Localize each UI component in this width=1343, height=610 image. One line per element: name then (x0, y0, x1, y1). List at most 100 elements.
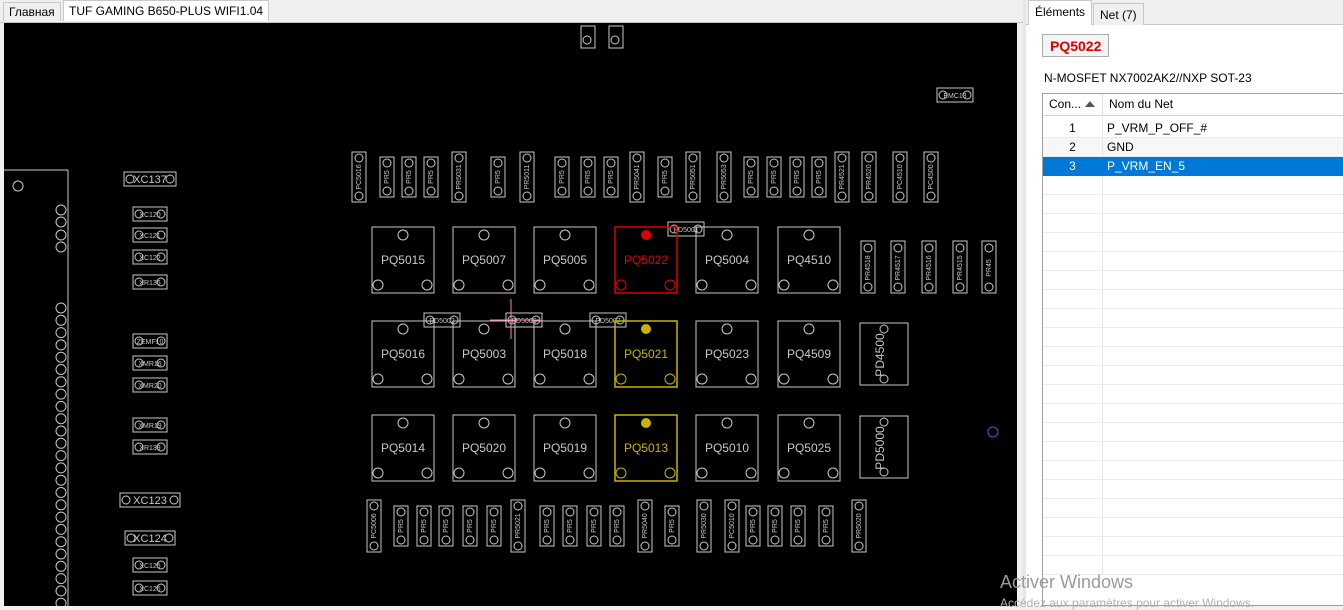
component-label: PR4515 (957, 255, 964, 280)
component-label: PR5 (795, 519, 802, 533)
component-label: PR5040 (642, 513, 649, 538)
pad (134, 209, 144, 219)
mosfet-outline (371, 414, 435, 482)
pad (478, 323, 490, 335)
tab-board-file[interactable]: TUF GAMING B650-PLUS WIFI1.04 (63, 0, 270, 21)
mosfet-outline (695, 414, 759, 482)
component-outline (123, 171, 177, 187)
pad (156, 420, 166, 430)
component-outline (554, 156, 570, 198)
pad (837, 191, 847, 201)
pin (55, 536, 67, 548)
pad (879, 467, 889, 477)
component-label: PD5002 (429, 318, 454, 325)
pad (984, 243, 994, 253)
pad (669, 224, 679, 234)
pad (699, 541, 709, 551)
empty-cell (1043, 385, 1103, 404)
component-label: PR4518 (865, 255, 872, 280)
pad (727, 541, 737, 551)
pad (421, 467, 433, 479)
pad (924, 282, 934, 292)
pad (557, 158, 567, 168)
pad (864, 191, 874, 201)
pad (632, 191, 642, 201)
tab-home[interactable]: Главная (3, 2, 61, 21)
component-outline (132, 580, 168, 596)
component-outline (859, 415, 909, 479)
tab-elements[interactable]: Éléments (1028, 0, 1093, 25)
empty-row (1043, 328, 1343, 347)
component-label: PR45 (986, 259, 993, 277)
table-row[interactable]: 1 P_VRM_P_OFF_# (1043, 119, 1343, 138)
pin (55, 327, 67, 339)
pad (513, 541, 523, 551)
component-label: PR5031 (456, 164, 463, 189)
component-label: PR5 (662, 170, 669, 184)
pad (559, 323, 571, 335)
table-row-selected[interactable]: 3 P_VRM_EN_5 (1043, 157, 1343, 176)
component-outline (132, 274, 168, 290)
component-label: PR5 (567, 519, 574, 533)
empty-cell (1043, 404, 1103, 423)
component-outline (401, 156, 417, 198)
pad (134, 336, 144, 346)
pad (821, 535, 831, 545)
empty-row (1043, 499, 1343, 518)
table-row[interactable]: 2 GND (1043, 138, 1343, 157)
pad (827, 373, 839, 385)
pad (926, 191, 936, 201)
component-outline (936, 87, 974, 103)
pad (419, 507, 429, 517)
empty-row (1043, 214, 1343, 233)
component-outline (637, 499, 653, 553)
pad (748, 535, 758, 545)
component-label: PR5 (544, 519, 551, 533)
component-outline (379, 156, 395, 198)
pad (522, 153, 532, 163)
activation-watermark-subtext: Accédez aux paramètres pour activer Wind… (1000, 596, 1255, 610)
component-description: N-MOSFET NX7002AK2//NXP SOT-23 (1044, 71, 1252, 85)
component-outline (423, 156, 439, 198)
component-outline (851, 499, 867, 553)
pad (156, 336, 166, 346)
pad (745, 373, 757, 385)
column-header-connection[interactable]: Con... (1043, 94, 1103, 115)
pad (814, 186, 824, 196)
pad (727, 501, 737, 511)
mosfet-outline (777, 226, 841, 294)
activation-watermark: Activer Windows (1000, 572, 1134, 592)
empty-cell (1043, 271, 1103, 290)
component-outline (124, 530, 176, 546)
component-outline (132, 355, 168, 371)
pad (792, 186, 802, 196)
component-outline (811, 156, 827, 198)
component-label: XC122 (139, 255, 161, 262)
component-outline (132, 439, 168, 455)
empty-row (1043, 556, 1343, 575)
pad (134, 380, 144, 390)
column-header-net-name[interactable]: Nom du Net (1109, 97, 1174, 111)
mosfet-outline (614, 320, 678, 388)
empty-row (1043, 537, 1343, 556)
component-label: ZEMF10 (137, 339, 164, 346)
pad (583, 373, 595, 385)
pin (55, 437, 67, 449)
component-label: PC4510 (897, 164, 904, 189)
pad (640, 541, 650, 551)
splitter[interactable] (1023, 0, 1026, 606)
pad (382, 158, 392, 168)
empty-cell (1043, 366, 1103, 385)
pad (493, 186, 503, 196)
mosfet-outline (533, 414, 597, 482)
tab-net[interactable]: Net (7) (1093, 3, 1144, 25)
pad (984, 282, 994, 292)
pcb-layout[interactable]: XC137XC120XC121XC122XR136ZEMF10XMR16XMR2… (4, 23, 1017, 606)
component-label: PR5 (608, 170, 615, 184)
component-label: PR5 (816, 170, 823, 184)
pad (664, 467, 676, 479)
mosfet-label: PQ5015 (381, 253, 425, 267)
pin (55, 364, 67, 375)
pad (372, 373, 384, 385)
